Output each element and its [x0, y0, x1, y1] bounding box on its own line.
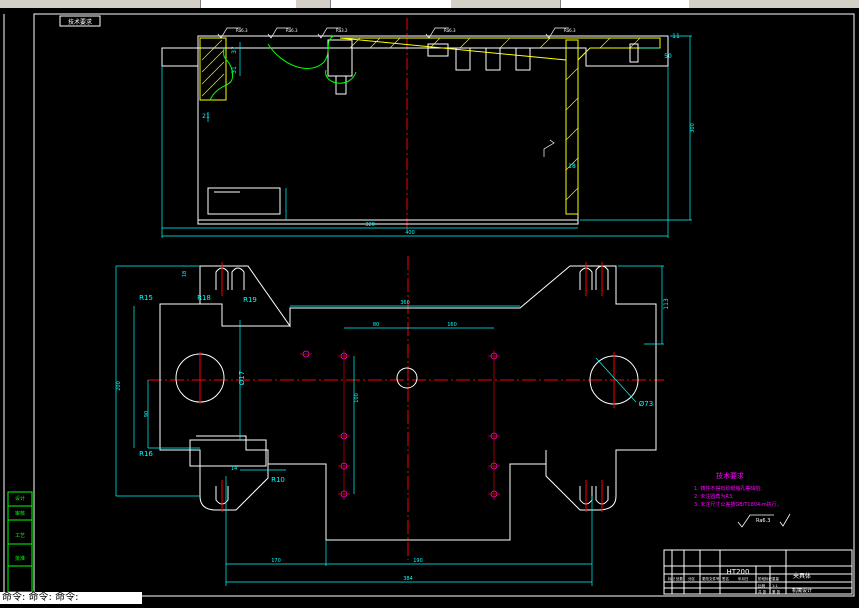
dim-top-100: 100: [354, 393, 360, 403]
panel-label-review: 审核: [15, 510, 25, 517]
front-section-view: 320 400 300 21 11 50 31 37 18 Ra6.3 Ra6.…: [161, 18, 696, 238]
roughness-front-e: Ra6.3: [564, 28, 576, 33]
part-name: 夹具体: [793, 572, 811, 580]
dim-top-R19: R19: [243, 296, 257, 304]
command-line[interactable]: 命令: 命令: 命令:: [0, 592, 142, 604]
dim-top-360: 360: [400, 300, 410, 306]
dim-front-50: 50: [664, 53, 672, 60]
dim-front-320: 320: [365, 222, 375, 228]
dim-top-18: 18: [182, 271, 188, 277]
frame-corner-label: 技术要求: [68, 18, 92, 26]
frame-corner-label-box: [59, 15, 101, 27]
title-block: HT200 夹具体 机械设计 标记 处数 分区 更改文件号 签名 年月日 阶段标…: [663, 549, 853, 595]
material-label: HT200: [727, 568, 750, 576]
dim-front-11: 11: [672, 33, 680, 40]
roughness-other-icon: [779, 513, 791, 527]
panel-label-design: 设计: [15, 495, 25, 502]
dim-front-31: 31: [231, 66, 238, 74]
toolbar-combo-style[interactable]: [330, 0, 451, 8]
dim-top-160: 160: [447, 322, 457, 328]
dim-top-200: 200: [116, 381, 122, 391]
tb-cell-10: 共 张: [758, 589, 767, 594]
dim-front-400: 400: [405, 230, 415, 236]
dim-top-R10: R10: [271, 476, 285, 484]
dim-top-80: 80: [373, 322, 379, 328]
tech-req-line-1: 1. 铸件不得有砂眼缩孔等缺陷;: [694, 485, 762, 492]
panel-label-approve: 批准: [15, 555, 25, 562]
drawing-canvas[interactable]: 技术要求 设计 审核 工艺 批准: [0, 8, 859, 604]
tb-cell-4: 签名: [722, 576, 729, 581]
dim-top-190: 190: [413, 558, 423, 564]
roughness-front-a: Ra6.3: [236, 28, 248, 33]
drawing-frame: [33, 13, 855, 597]
dim-top-14: 14: [231, 466, 237, 472]
roughness-front-b: Ra6.3: [286, 28, 298, 33]
cad-drawing: 技术要求 设计 审核 工艺 批准: [3, 13, 855, 597]
dim-top-90: 90: [144, 411, 150, 417]
dim-top-phi17: Ø17: [238, 371, 246, 385]
left-signature-panel: 设计 审核 工艺 批准: [7, 491, 33, 593]
tb-cell-1: 处数: [676, 576, 684, 581]
tb-cell-0: 标记: [668, 576, 676, 581]
tb-cell-2: 分区: [688, 576, 696, 581]
tb-cell-11: 第 张: [772, 589, 781, 594]
tech-req-title: 技术要求: [716, 471, 744, 480]
tb-cell-8: 比例: [758, 583, 766, 588]
dim-front-37: 37: [231, 46, 238, 54]
roughness-general-value: Ra6.3: [756, 518, 770, 524]
dim-top-phi73: Ø73: [639, 400, 653, 408]
dim-top-R15: R15: [139, 294, 153, 302]
toolbar-combo-linetype[interactable]: [560, 0, 689, 8]
dim-front-21: 21: [202, 113, 210, 120]
dim-top-113: 113: [663, 298, 670, 310]
dim-front-18: 18: [568, 163, 576, 170]
tb-cell-6: 阶段标记: [758, 576, 772, 581]
window-toolbar-strip: [0, 0, 859, 8]
dim-top-R16: R16: [139, 450, 153, 458]
dim-top-170: 170: [271, 558, 281, 564]
dim-top-384: 384: [403, 576, 413, 582]
tech-req-line-2: 2. 未注圆角为R3;: [694, 493, 734, 500]
dim-top-R18: R18: [197, 294, 211, 302]
roughness-front-c: Ra3.2: [336, 28, 348, 33]
technical-requirements: 技术要求 1. 铸件不得有砂眼缩孔等缺陷; 2. 未注圆角为R3; 3. 未注尺…: [694, 471, 791, 528]
tech-req-line-3: 3. 未注尺寸公差按GB/T1804-m执行。: [694, 501, 782, 508]
tb-cell-3: 更改文件号: [702, 576, 720, 581]
dim-front-300: 300: [690, 123, 696, 133]
roughness-front-d: Ra6.3: [444, 28, 456, 33]
panel-label-process: 工艺: [15, 533, 25, 539]
roughness-general-icon: [737, 514, 774, 528]
tb-cell-9: 1:1: [772, 584, 778, 588]
top-plan-view: 200 90 113 360 80 160 170 190 384 100 Ø1…: [115, 256, 670, 586]
toolbar-combo-layer[interactable]: [200, 0, 296, 8]
tb-cell-5: 年月日: [738, 576, 749, 581]
title-block-subtitle: 机械设计: [792, 587, 812, 594]
tb-cell-7: 重量: [772, 576, 780, 581]
